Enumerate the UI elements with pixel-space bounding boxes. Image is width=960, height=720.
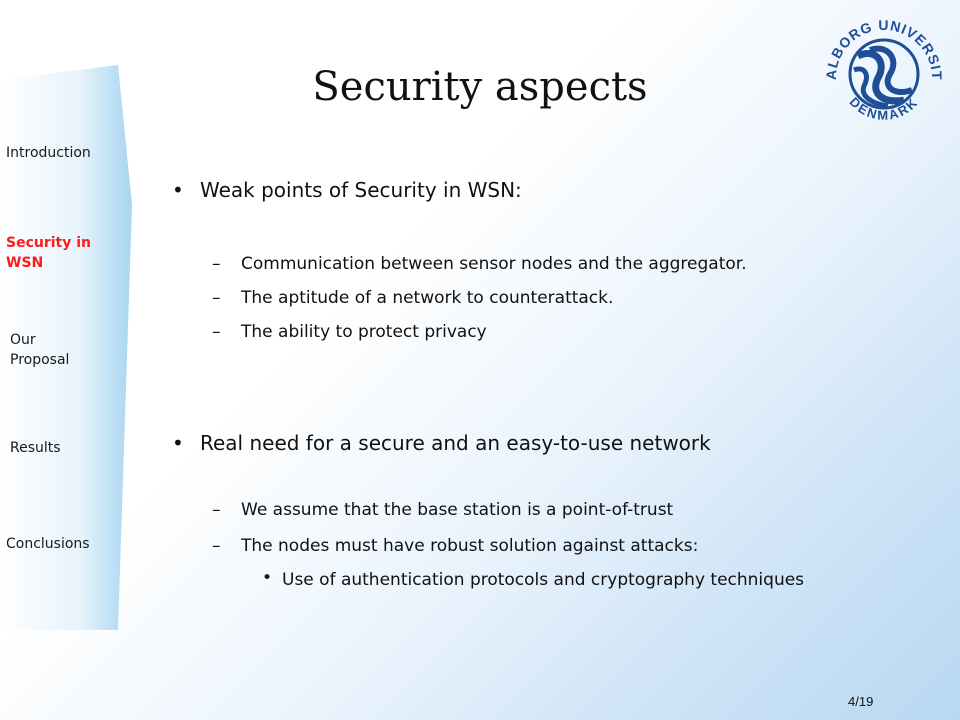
dash-marker: – [212,322,221,342]
subbullet-text: Communication between sensor nodes and t… [241,254,747,274]
bullet-dot: • [172,178,184,202]
nav-item-results[interactable]: Results [10,440,61,456]
dash-marker: – [212,500,221,520]
nav-item-security-in-wsn[interactable]: Security in WSN [6,235,92,271]
subbullet-text: The ability to protect privacy [241,322,487,342]
bullet-text: Real need for a secure and an easy-to-us… [200,431,711,455]
slide-title: Security aspects [312,64,648,110]
bullet-text: Weak points of Security in WSN: [200,178,522,202]
nav-item-conclusions[interactable]: Conclusions [6,536,90,552]
page-number: 4/19 [848,694,874,709]
dash-marker: – [212,288,221,308]
subsubbullet-text: Use of authentication protocols and cryp… [282,570,805,590]
subbullet-text: The aptitude of a network to counteratta… [241,288,614,308]
university-logo: AALBORG UNIVERSITY DENMARK [818,8,944,123]
bullet-dot: • [172,431,184,455]
subbullet-text: We assume that the base station is a poi… [241,500,674,520]
subbullet-text: The nodes must have robust solution agai… [241,536,699,556]
bullet-dot: • [262,568,273,588]
dash-marker: – [212,536,221,556]
dash-marker: – [212,254,221,274]
nav-item-introduction[interactable]: Introduction [6,145,91,161]
nav-item-our-proposal[interactable]: Our Proposal [10,332,70,368]
sidebar-panel [0,65,132,630]
